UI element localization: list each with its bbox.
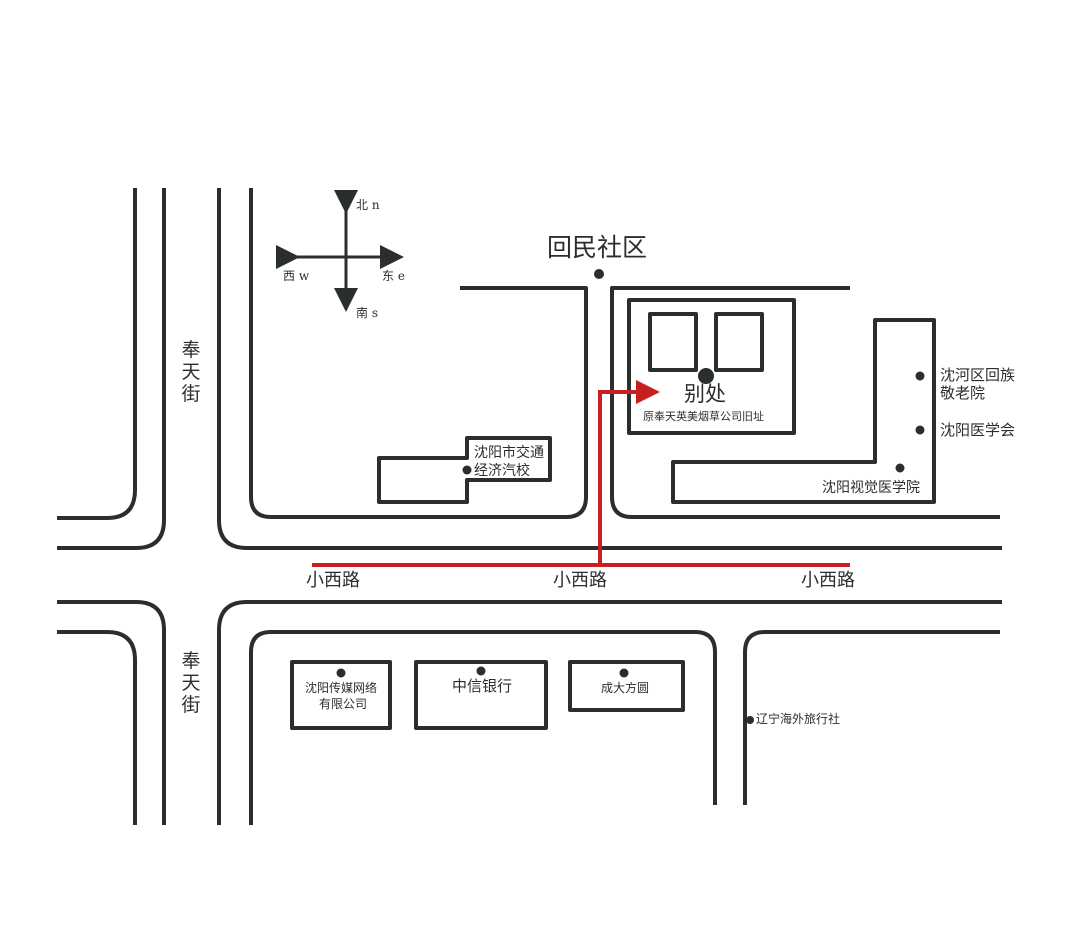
fengtian-road-inner-east-lower — [217, 600, 1002, 825]
chengda-label: 成大方圆 — [601, 681, 650, 695]
compass-west-label: 西 w — [283, 269, 310, 283]
fengtian-lower-char-3: 街 — [181, 694, 201, 716]
block-northeast — [610, 286, 1000, 519]
huimin-marker — [594, 269, 604, 279]
chengda-building — [568, 660, 685, 712]
fengtian-upper-char-2: 天 — [181, 361, 201, 383]
jiaotong-school-label-line2: 经济汽校 — [474, 463, 530, 479]
jiaotong-school-label-line1: 沈阳市交通 — [474, 445, 544, 461]
citic-building — [414, 660, 548, 730]
huimin-community-label: 回民社区 — [547, 233, 648, 262]
fengtian-road-west-edge-lower — [57, 630, 137, 825]
citic-marker — [476, 666, 486, 676]
media-company-label-line2: 有限公司 — [319, 697, 368, 711]
jiaotong-school-building — [377, 436, 552, 504]
fengtian-road-inner-west-upper — [57, 188, 166, 550]
destination-building — [627, 298, 796, 435]
destination-label: 别处 — [684, 382, 726, 406]
fengtian-road-inner-west-lower — [57, 600, 166, 825]
media-building — [290, 660, 392, 730]
media-marker — [336, 668, 346, 678]
fengtian-upper-char-1: 奉 — [181, 339, 201, 361]
compass — [276, 190, 404, 312]
block-southwest — [249, 630, 717, 825]
nursing-home-label-line2: 敬老院 — [940, 384, 986, 402]
compass-south-label: 南 s — [356, 306, 378, 320]
fengtian-lower-char-1: 奉 — [181, 650, 201, 672]
medical-assoc-marker — [915, 425, 925, 435]
nursing-marker — [915, 371, 925, 381]
fengtian-upper-char-3: 街 — [181, 383, 201, 405]
block-northwest — [249, 188, 588, 519]
l-shaped-building — [671, 318, 936, 504]
optometry-college-label: 沈阳视觉医学院 — [822, 480, 920, 496]
block-southeast — [743, 630, 1000, 805]
destination-note-label: 原奉天英美烟草公司旧址 — [643, 410, 764, 423]
fengtian-road-inner-east-upper — [217, 188, 1002, 550]
fengtian-lower-char-2: 天 — [181, 672, 201, 694]
destination-marker — [698, 368, 714, 384]
optometry-marker — [895, 463, 905, 473]
destination-wing-left — [648, 312, 698, 372]
xixi-road-label-center: 小西路 — [553, 570, 607, 591]
xixi-road-label-west: 小西路 — [306, 570, 360, 591]
fengtian-street-label-upper: 奉 天 街 — [179, 339, 203, 405]
fengtian-street-label-lower: 奉 天 街 — [179, 650, 203, 716]
chengda-marker — [619, 668, 629, 678]
xixi-road-label-east: 小西路 — [801, 570, 855, 591]
route-arrow-head — [636, 380, 660, 404]
jiaotong-marker — [462, 465, 472, 475]
route — [312, 390, 850, 567]
route-to-destination — [598, 390, 638, 565]
fengtian-road-west-edge-upper — [57, 188, 137, 520]
compass-east-label: 东 e — [382, 269, 405, 283]
travel-agency-label: 辽宁海外旅行社 — [756, 712, 841, 726]
medical-association-label: 沈阳医学会 — [940, 421, 1016, 439]
compass-north-label: 北 n — [356, 198, 380, 212]
media-company-label-line1: 沈阳传媒网络 — [305, 681, 378, 695]
citic-bank-label: 中信银行 — [452, 677, 513, 695]
destination-wing-right — [714, 312, 764, 372]
nursing-home-label-line1: 沈河区回族 — [940, 366, 1016, 384]
travel-marker — [746, 716, 754, 724]
